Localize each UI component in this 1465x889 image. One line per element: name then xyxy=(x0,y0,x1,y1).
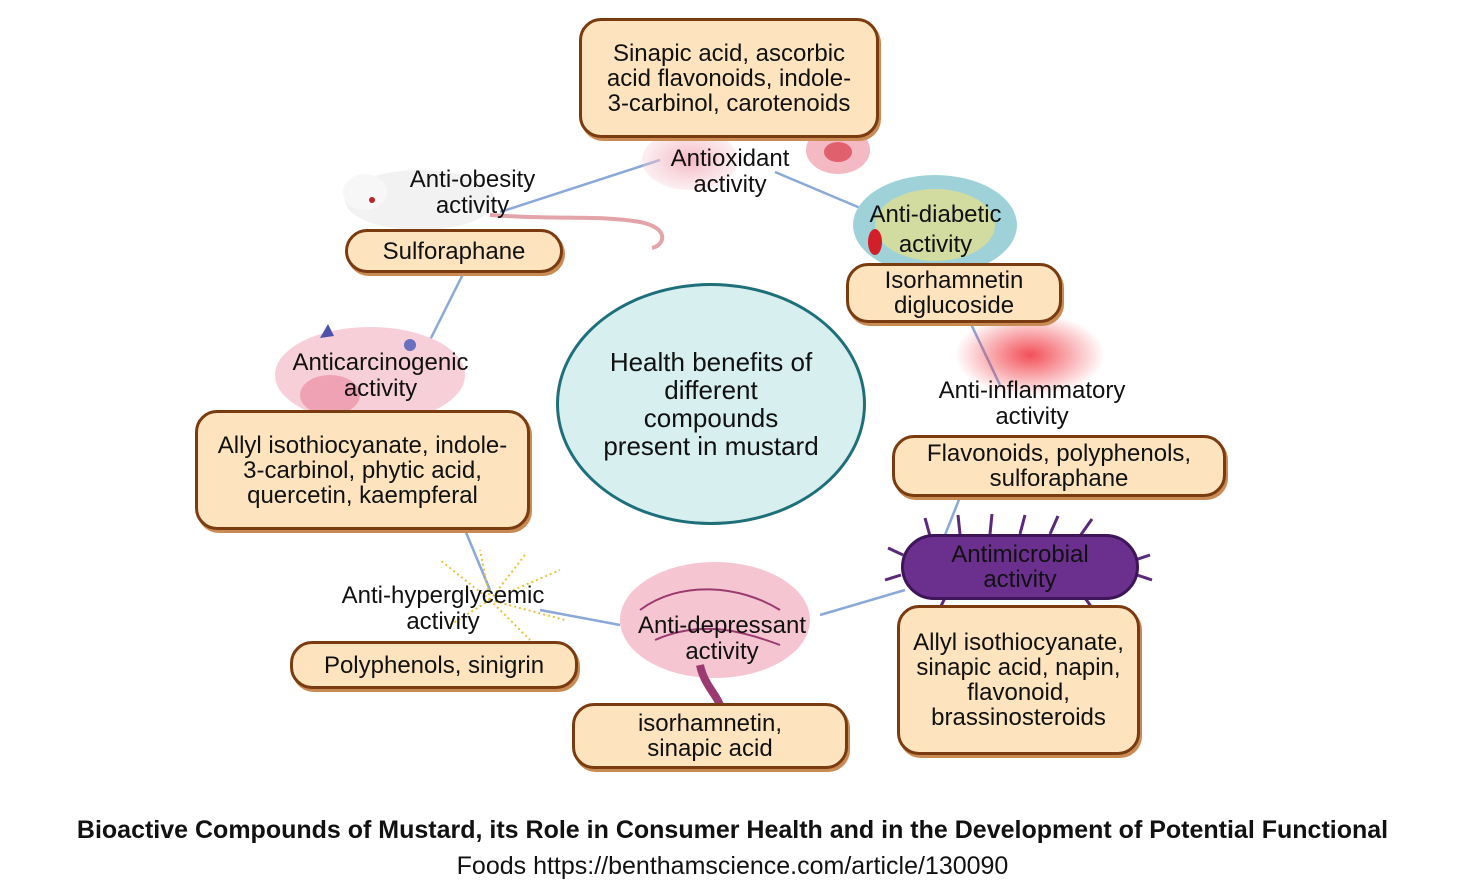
antimicrobial-compounds-box: Allyl isothiocyanate, sinapic acid, napi… xyxy=(897,605,1140,755)
anti-diabetic-label: Anti-diabetic activity xyxy=(848,200,1023,260)
anti-hyperglycemic-compounds-box: Polyphenols, sinigrin xyxy=(290,641,578,689)
anti-diabetic-compounds-box: Isorhamnetin diglucoside xyxy=(846,263,1062,323)
center-ellipse: Health benefits of different compounds p… xyxy=(556,283,866,525)
antioxidant-compounds: Sinapic acid, ascorbic acid flavonoids, … xyxy=(600,41,858,116)
anti-obesity-compounds: Sulforaphane xyxy=(383,239,526,264)
anti-inflammatory-label: Anti-inflammatory activity xyxy=(912,378,1152,430)
anti-hyperglycemic-label: Anti-hyperglycemic activity xyxy=(312,583,574,635)
anti-depressant-label: Anti-depressant activity xyxy=(612,613,832,665)
anti-inflammatory-compounds: Flavonoids, polyphenols, sulforaphane xyxy=(901,441,1217,491)
anti-depressant-compounds-box: isorhamnetin, sinapic acid xyxy=(572,703,848,769)
anticarcinogenic-compounds: Allyl isothiocyanate, indole-3-carbinol,… xyxy=(210,433,515,508)
anti-inflammatory-compounds-box: Flavonoids, polyphenols, sulforaphane xyxy=(892,435,1226,497)
antioxidant-label: Antioxidant activity xyxy=(640,146,820,198)
caption-source: Foods https://benthamscience.com/article… xyxy=(0,852,1465,881)
center-text: Health benefits of different compounds p… xyxy=(597,348,825,460)
antimicrobial-label: Antimicrobial activity xyxy=(901,534,1139,600)
anticarcinogenic-compounds-box: Allyl isothiocyanate, indole-3-carbinol,… xyxy=(195,410,530,530)
anticarcinogenic-label: Anticarcinogenic activity xyxy=(268,350,493,402)
anti-hyperglycemic-compounds: Polyphenols, sinigrin xyxy=(324,653,544,678)
anti-depressant-compounds: isorhamnetin, sinapic acid xyxy=(599,711,821,761)
anti-obesity-label: Anti-obesity activity xyxy=(390,167,555,219)
anti-obesity-compounds-box: Sulforaphane xyxy=(345,229,563,273)
anti-diabetic-compounds: Isorhamnetin diglucoside xyxy=(863,268,1045,318)
antioxidant-compounds-box: Sinapic acid, ascorbic acid flavonoids, … xyxy=(579,18,879,138)
antimicrobial-compounds: Allyl isothiocyanate, sinapic acid, napi… xyxy=(910,630,1127,730)
caption-title: Bioactive Compounds of Mustard, its Role… xyxy=(0,816,1465,845)
